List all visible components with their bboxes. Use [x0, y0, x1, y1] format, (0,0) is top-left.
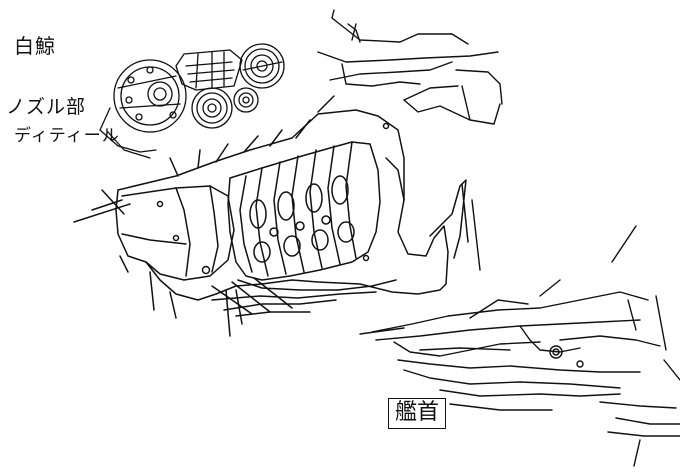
bow-section [359, 199, 680, 467]
note-detail: ディティール [14, 126, 120, 146]
upper-hull-fragments [317, 9, 503, 125]
nozzle-detail [99, 43, 285, 159]
note-nozzle: ノズル部 [6, 96, 87, 118]
main-hull [73, 95, 469, 337]
note-bow: 艦首 [388, 398, 447, 429]
note-title: 白鯨 [14, 34, 56, 58]
